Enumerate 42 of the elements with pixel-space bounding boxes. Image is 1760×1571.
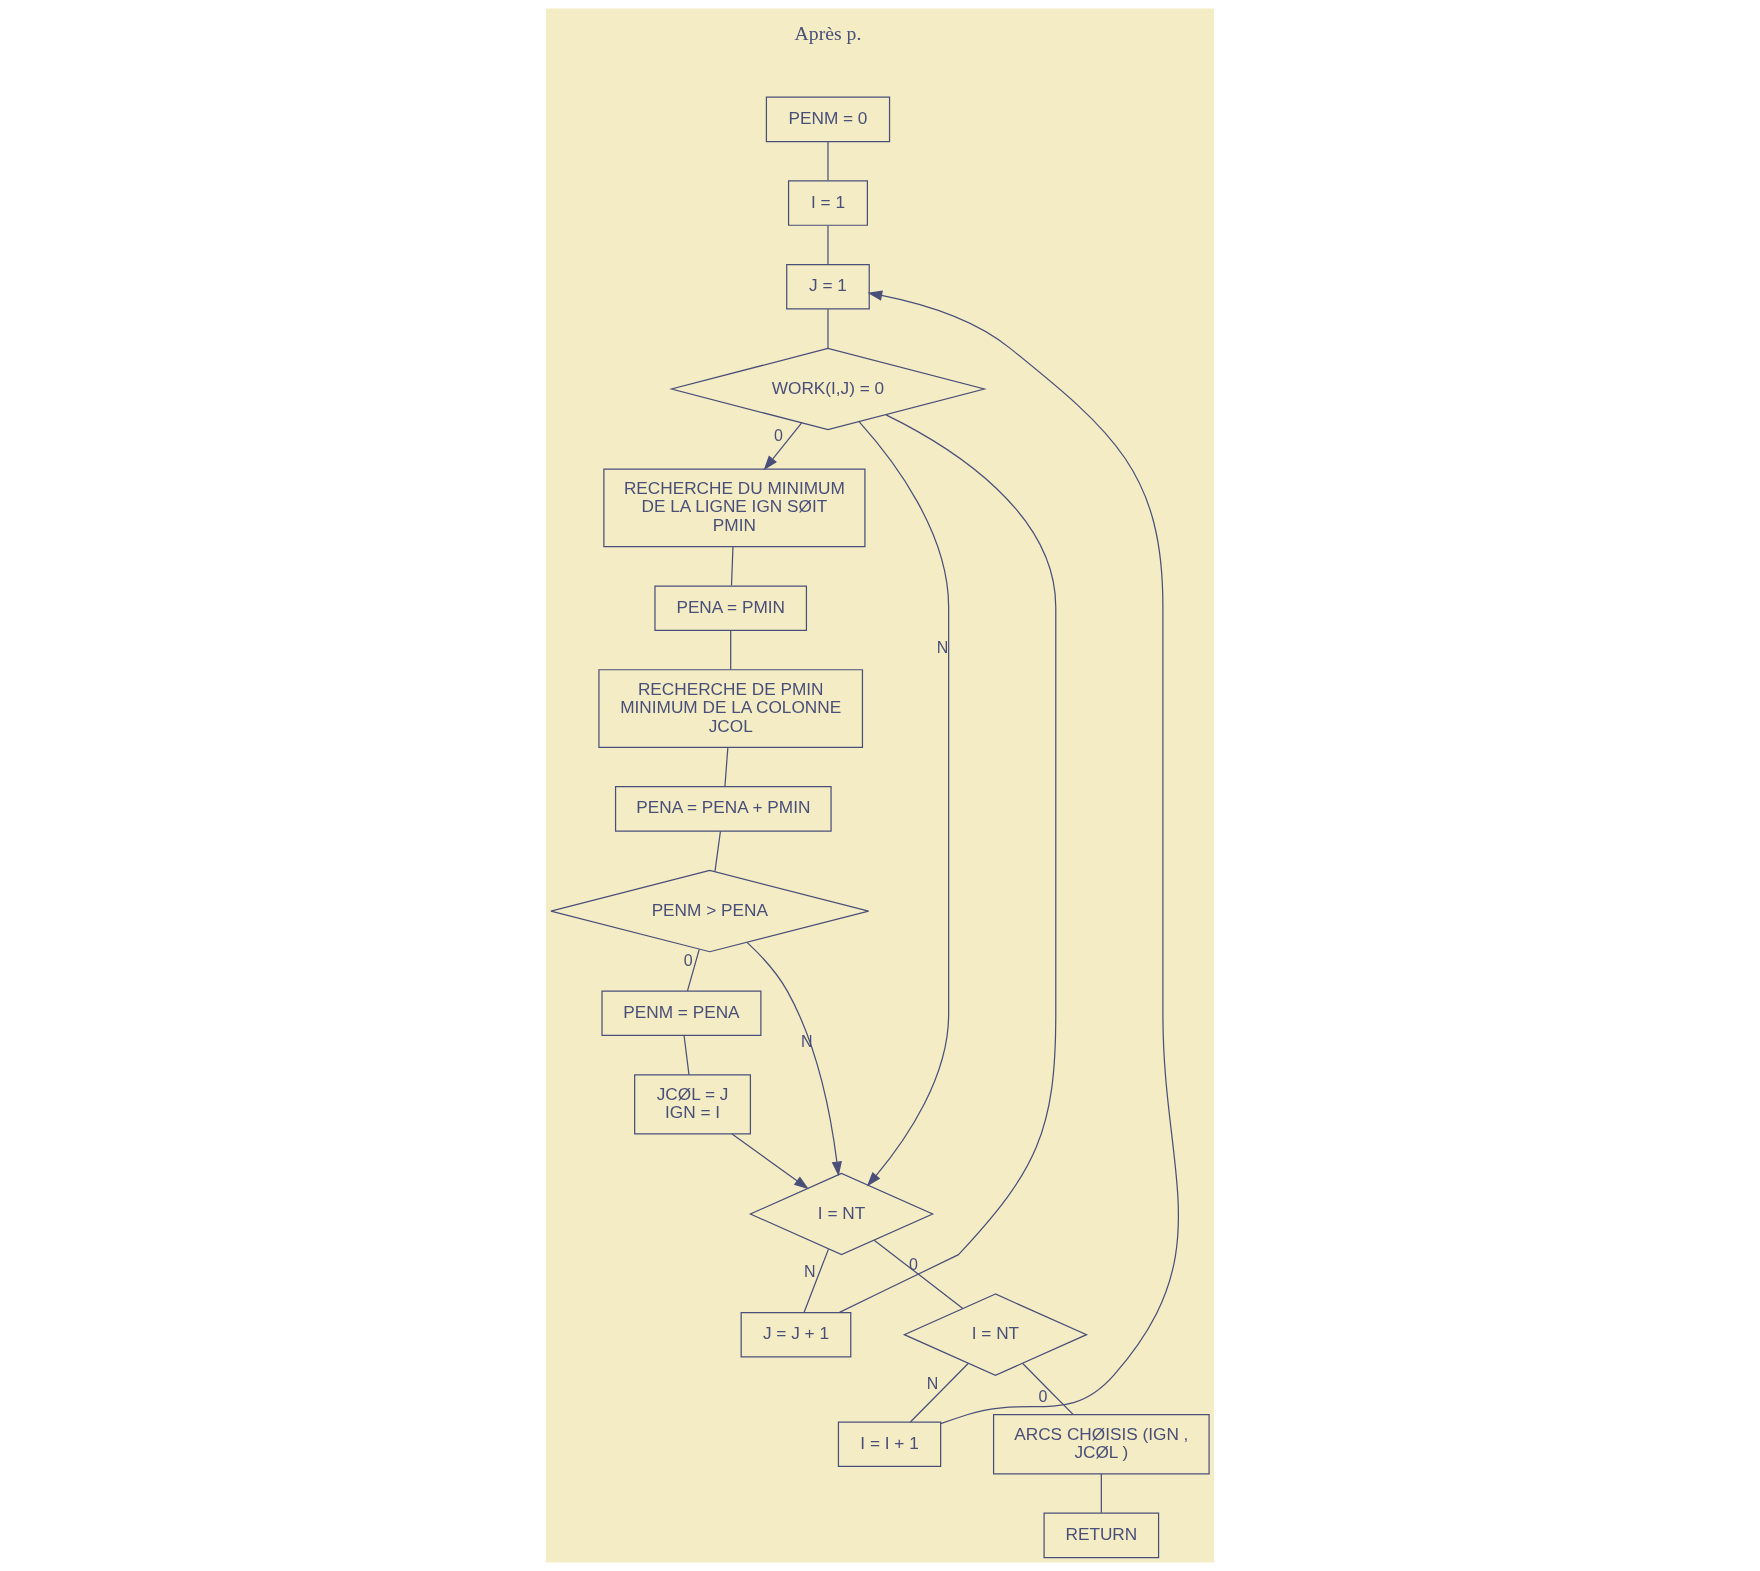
arrow [731,1133,809,1190]
connector [686,948,700,992]
node-diamond: PENM > PENA [550,869,870,953]
edge-label: 0 [1038,1387,1048,1405]
arrow [867,290,1179,1425]
connector [827,225,829,265]
connector [683,1034,690,1076]
edge-label: 0 [683,952,693,970]
connector [1022,1362,1074,1416]
node-box: RETURN [1043,1512,1160,1559]
node-box: PENA = PENA + PMIN [614,786,832,832]
node-box: PENM = PENA [601,990,762,1037]
node-box: RECHERCHE DU MINIMUM DE LA LIGNE IGN SØIT PMIN [603,468,866,548]
connector [714,830,722,873]
connector [730,630,732,671]
node-diamond: I = NT [902,1293,1089,1376]
connector [724,746,729,787]
connector [1100,1473,1102,1514]
connector [827,141,829,181]
node-box: PENM = 0 [765,96,891,143]
edge-label: N [926,1374,939,1392]
arrow [763,422,803,471]
node-box: J = 1 [786,264,870,310]
arrow [858,421,950,1187]
connector [730,546,734,587]
arrow [746,941,842,1177]
node-box: PENA = PMIN [654,585,808,631]
connector [803,1248,830,1313]
connector [838,414,1057,1313]
connector [909,1362,969,1423]
label: Après p. [794,22,862,45]
edge-label: N [803,1263,816,1281]
edge-label: N [936,639,949,657]
node-box: I = 1 [787,180,868,226]
node-box: ARCS CHØISIS (IGN , JCØL ) [992,1414,1210,1475]
connector [873,1239,964,1310]
edge-label: 0 [909,1255,919,1273]
node-box: I = I + 1 [837,1421,942,1468]
node-box: J = J + 1 [740,1311,852,1358]
node-box: RECHERCHE DE PMIN MINIMUM DE LA COLONNE JCOL [598,669,864,748]
node-box: JCØL = J IGN = I [634,1074,751,1135]
connector [827,308,829,349]
